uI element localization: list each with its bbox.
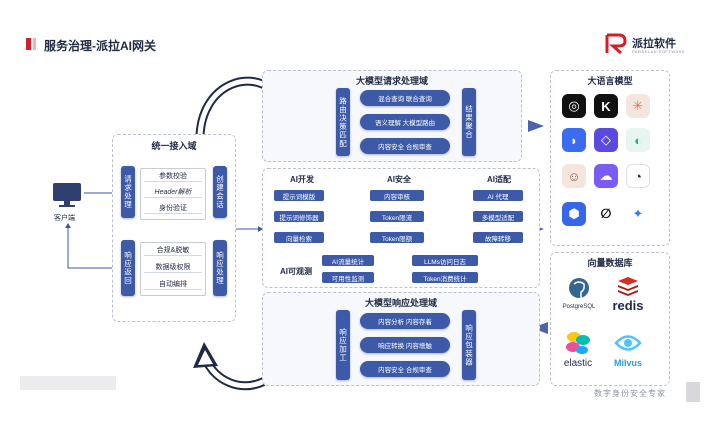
request-side-bar: 请求处理 — [121, 166, 135, 218]
avatar-icon: ☺ — [562, 164, 586, 188]
milvus-label: Milvus — [613, 358, 642, 368]
footer-watermark: 数字身份安全专家 — [594, 389, 666, 398]
response-pill: 内容分析 内容存着 — [360, 313, 450, 329]
ai-adapt-tag: 故障转移 — [473, 232, 523, 243]
brand-sub: PARAKLAN SOFTWARE — [632, 49, 686, 54]
monitor-icon — [52, 182, 82, 208]
ai-dev-title: AI开发 — [290, 175, 314, 184]
response-process-bar: 响应加工 — [336, 310, 350, 380]
kimi-dots-icon: ◔ — [626, 164, 650, 188]
chatbot-icon: ☁ — [594, 164, 618, 188]
ai-adapt-tag: AI 代理 — [473, 190, 523, 201]
ai-sec-tag: Token限额 — [370, 232, 424, 243]
ai-obs-tag: Token消费统计 — [412, 272, 478, 283]
claude-icon: ✳ — [626, 94, 650, 118]
aggregate-bar: 结果聚合 — [462, 88, 476, 156]
response-item: 自动编排 — [144, 279, 202, 290]
response-pill: 内容安全 合规审查 — [360, 361, 450, 377]
request-items-box — [140, 168, 206, 220]
brand-name: 派拉软件 — [632, 38, 676, 50]
postgresql-label: PostgreSQL — [562, 304, 596, 310]
redis-label: redis — [612, 298, 644, 313]
middle-domain-panel — [262, 168, 540, 288]
request-pill: 语义理解 大模型路由 — [360, 114, 450, 130]
kimi-icon: K — [594, 94, 618, 118]
milvus-icon — [614, 332, 642, 354]
openai-icon: ◎ — [562, 94, 586, 118]
entry-domain-title: 统一接入域 — [151, 141, 197, 151]
elastic-label: elastic — [563, 358, 593, 369]
ai-obs-tag: 可用性监测 — [322, 272, 374, 283]
footer-grey-block-left — [20, 376, 116, 390]
ai-sec-title: AI安全 — [387, 175, 411, 184]
ai-dev-tag: 提示词修饰器 — [274, 211, 324, 222]
response-item: 数据级权限 — [144, 262, 202, 273]
deepseek-icon: ◗ — [562, 128, 586, 152]
vector-db-panel — [550, 252, 670, 386]
response-items-box — [140, 242, 206, 296]
request-item: 身份验证 — [144, 203, 202, 214]
ai-adapt-tag: 多模型适配 — [473, 211, 523, 222]
elastic-icon — [564, 330, 592, 356]
footer-grey-block-right — [686, 382, 700, 402]
cube-icon: ⬢ — [562, 202, 586, 226]
ai-dev-tag: 提示词模版 — [274, 190, 324, 201]
llm-title: 大语言模型 — [587, 76, 633, 86]
request-pill: 内容安全 合规审查 — [360, 138, 450, 154]
response-pill: 响应转换 内容增触 — [360, 337, 450, 353]
ai-adapt-title: AI适配 — [487, 175, 511, 184]
ai-dev-tag: 向量检索 — [274, 232, 324, 243]
page-title: 服务治理-派拉AI网关 — [44, 39, 156, 53]
response-wrapper-bar: 响应包装器 — [462, 310, 476, 380]
response-item: 合规&脱敏 — [144, 245, 202, 256]
vector-db-title: 向量数据库 — [587, 258, 633, 268]
ai-obs-tag: AI流量统计 — [322, 255, 374, 266]
redis-icon — [616, 276, 640, 296]
ai-sec-tag: 内容审核 — [370, 190, 424, 201]
title-marker — [26, 38, 31, 50]
ai-obs-tag: LLMs访问日志 — [412, 255, 478, 266]
routing-bar: 路由决策匹配 — [336, 88, 350, 156]
zhipu-icon: ◐ — [626, 128, 650, 152]
infinity-icon: ∅ — [594, 202, 618, 226]
brand-logo-icon — [605, 33, 629, 55]
spark-icon: ✦ — [626, 202, 650, 226]
response-domain-title: 大模型响应处理域 — [364, 298, 437, 308]
request-item: Header解析 — [144, 187, 202, 198]
request-domain-title: 大模型请求处理域 — [355, 76, 428, 86]
response-side-bar: 响应返回 — [121, 240, 135, 296]
response-proc-bar: 响应处理 — [213, 240, 227, 296]
client-label: 客户端 — [54, 215, 75, 222]
ai-obs-title: AI可观测 — [280, 267, 312, 276]
tongyi-icon: ◇ — [594, 128, 618, 152]
request-pill: 混合查询 联合查询 — [360, 90, 450, 106]
ai-sec-tag: Token限流 — [370, 211, 424, 222]
request-item: 参数校验 — [144, 171, 202, 182]
title-marker-light — [33, 38, 36, 50]
postgresql-icon — [566, 276, 592, 302]
create-session-bar: 创建会话 — [213, 166, 227, 218]
